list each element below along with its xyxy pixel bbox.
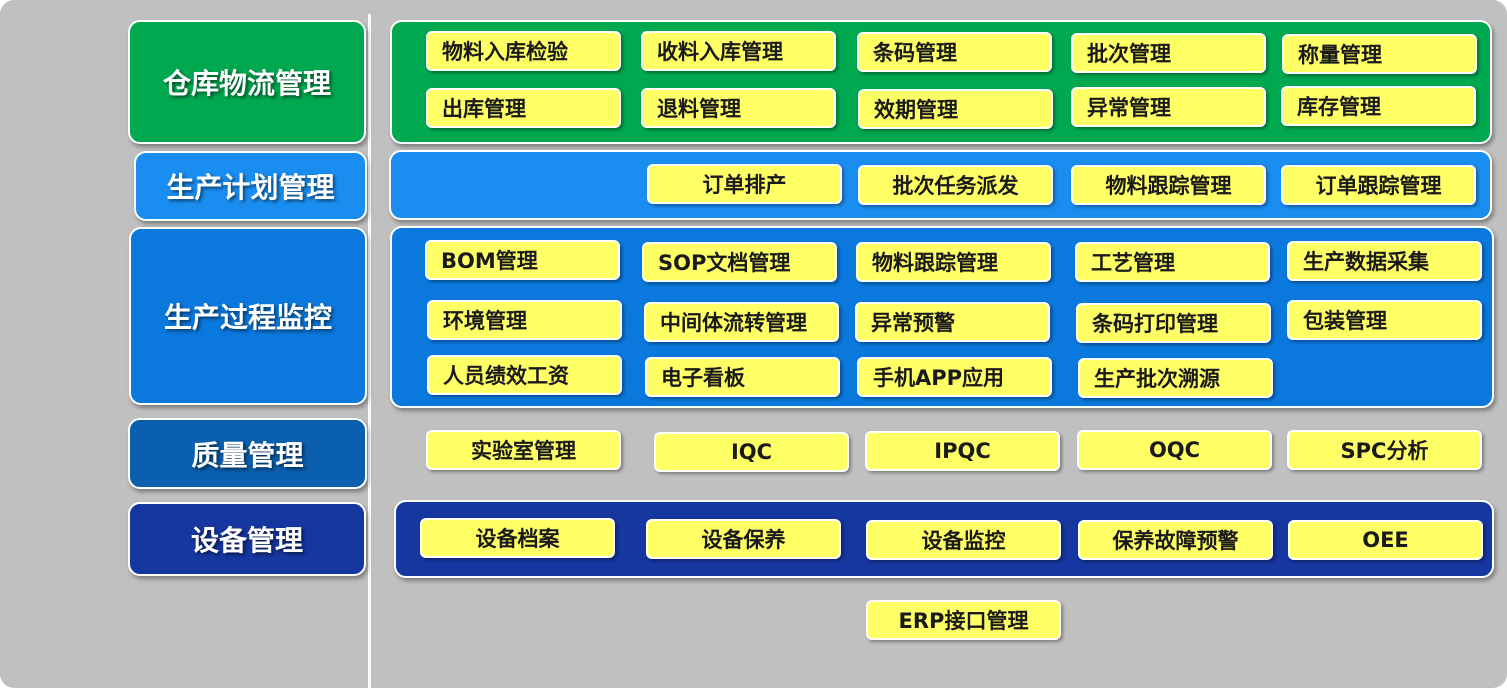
module-item[interactable]: 收料入库管理 <box>641 31 836 71</box>
module-item[interactable]: 人员绩效工资 <box>427 355 622 395</box>
module-item[interactable]: 物料入库检验 <box>426 31 621 71</box>
module-item[interactable]: 物料跟踪管理 <box>1071 165 1266 205</box>
module-item[interactable]: 中间体流转管理 <box>644 302 839 342</box>
module-item[interactable]: 批次管理 <box>1071 33 1266 73</box>
module-item[interactable]: 订单跟踪管理 <box>1281 165 1476 205</box>
category-equipment: 设备管理 <box>128 502 366 576</box>
module-item[interactable]: IPQC <box>865 431 1060 471</box>
module-item[interactable]: 设备监控 <box>866 520 1061 560</box>
module-item[interactable]: 设备保养 <box>646 519 841 559</box>
module-item[interactable]: 手机APP应用 <box>857 357 1052 397</box>
module-item[interactable]: BOM管理 <box>425 240 620 280</box>
erp-interface-item[interactable]: ERP接口管理 <box>866 600 1061 640</box>
module-item[interactable]: SOP文档管理 <box>642 242 837 282</box>
module-item[interactable]: 订单排产 <box>647 164 842 204</box>
category-quality: 质量管理 <box>128 418 367 489</box>
module-item[interactable]: 称量管理 <box>1282 34 1477 74</box>
module-item[interactable]: 工艺管理 <box>1075 242 1270 282</box>
module-item[interactable]: 条码打印管理 <box>1076 303 1271 343</box>
module-item[interactable]: 异常管理 <box>1071 87 1266 127</box>
module-item[interactable]: 批次任务派发 <box>858 165 1053 205</box>
module-item[interactable]: 设备档案 <box>420 518 615 558</box>
category-warehouse: 仓库物流管理 <box>128 20 366 144</box>
module-item[interactable]: 生产数据采集 <box>1287 241 1482 281</box>
module-item[interactable]: 包装管理 <box>1287 300 1482 340</box>
module-item[interactable]: 库存管理 <box>1281 86 1476 126</box>
category-production-process: 生产过程监控 <box>129 227 367 405</box>
module-item[interactable]: 保养故障预警 <box>1078 520 1273 560</box>
module-item[interactable]: 退料管理 <box>641 88 836 128</box>
module-item[interactable]: 出库管理 <box>426 88 621 128</box>
module-item[interactable]: IQC <box>654 432 849 472</box>
module-item[interactable]: 物料跟踪管理 <box>856 242 1051 282</box>
module-item[interactable]: 实验室管理 <box>426 430 621 470</box>
module-item[interactable]: 环境管理 <box>427 300 622 340</box>
module-item[interactable]: 电子看板 <box>645 357 840 397</box>
module-item[interactable]: OQC <box>1077 430 1272 470</box>
module-item[interactable]: OEE <box>1288 520 1483 560</box>
category-production-plan: 生产计划管理 <box>134 151 367 221</box>
vertical-divider <box>368 14 371 688</box>
module-item[interactable]: 异常预警 <box>855 302 1050 342</box>
module-item[interactable]: 效期管理 <box>858 89 1053 129</box>
module-item[interactable]: 生产批次溯源 <box>1078 358 1273 398</box>
module-item[interactable]: 条码管理 <box>857 32 1052 72</box>
module-item[interactable]: SPC分析 <box>1287 430 1482 470</box>
